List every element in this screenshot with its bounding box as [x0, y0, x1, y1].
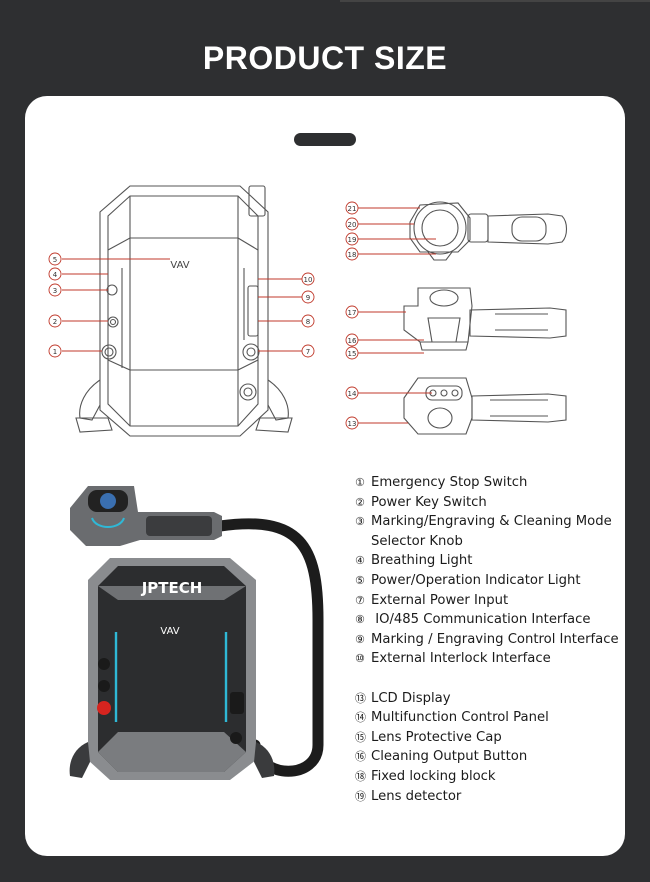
callout-9: 9: [306, 294, 310, 302]
callout-16: 16: [348, 337, 357, 345]
legend-item-8: ⑧ IO/485 Communication Interface: [355, 612, 591, 628]
callout-17: 17: [348, 309, 357, 317]
callout-2: 2: [53, 318, 57, 326]
callout-18: 18: [348, 251, 357, 259]
handle-side-view: [403, 287, 567, 351]
callout-10: 10: [304, 276, 313, 284]
decorative-pill: [294, 133, 356, 146]
drawing-emblem: VAV: [170, 260, 189, 271]
handle-bottom-view: [403, 377, 567, 435]
callout-14: 14: [348, 390, 357, 398]
callout-4: 4: [53, 271, 58, 279]
brand-logo: JPTECH: [141, 579, 203, 597]
top-divider-line: [340, 0, 650, 2]
callout-13: 13: [348, 420, 357, 428]
callout-15: 15: [348, 350, 357, 358]
callout-7: 7: [306, 348, 310, 356]
product-photo: JPTECH VAV: [69, 486, 324, 780]
backpack-line-drawing: [75, 185, 293, 437]
product-emblem: VAV: [160, 626, 179, 637]
callout-numbers: 5 4 3 2 1 10 9 8 7 21 20 19 18 17 16 15 …: [53, 205, 357, 428]
callout-lines: [62, 207, 436, 424]
callout-5: 5: [53, 256, 57, 264]
callout-3: 3: [53, 287, 57, 295]
page-title: PRODUCT SIZE: [202, 40, 448, 76]
callout-19: 19: [348, 236, 357, 244]
callout-1: 1: [53, 348, 57, 356]
legend-item-3-continued: Selector Knob: [371, 533, 463, 549]
legend-spacer: [355, 669, 619, 689]
callout-8: 8: [306, 318, 310, 326]
callout-20: 20: [348, 221, 357, 229]
callout-21: 21: [348, 205, 357, 213]
callout-circles: [48, 201, 359, 430]
handle-top-view: [409, 201, 568, 261]
